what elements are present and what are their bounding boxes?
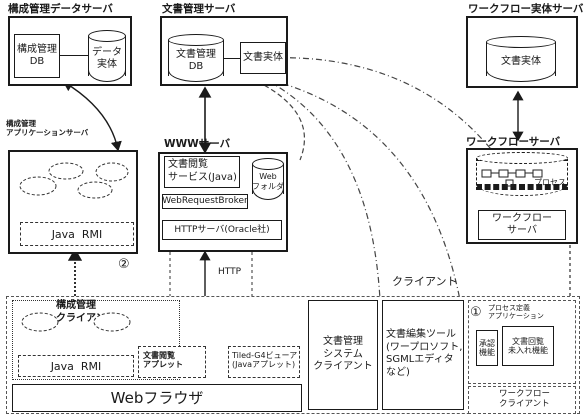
doc-server-title: 文書管理サーバ — [162, 3, 236, 15]
config-app-rmi: Java RMI — [20, 222, 134, 246]
web-browser-label: Webフラウザ — [110, 388, 204, 407]
web-folder-label: Web フォルダ — [252, 172, 284, 191]
process-label: プロセス — [534, 178, 566, 187]
web-request-broker: WebRequestBroker — [162, 194, 248, 209]
link-configdb-appserver — [62, 81, 122, 152]
link-doc-web — [249, 77, 305, 161]
process-cylinder: プロセス — [476, 152, 568, 196]
web-folder-cylinder: Web フォルダ — [252, 158, 284, 200]
doc-entity: 文書実体 — [240, 42, 286, 74]
web-browser: Webフラウザ — [12, 384, 302, 412]
doc-db-label: 文書管理 DB — [176, 49, 216, 72]
doc-mgmt-client-label: 文書管理 システム クライアント — [313, 336, 373, 373]
client-rmi: Java RMI — [18, 355, 134, 377]
circulate-function-label: 文書回覧 未入れ機能 — [508, 336, 548, 355]
client-rmi-label: Java RMI — [50, 359, 102, 373]
config-db-connector — [60, 55, 88, 56]
doc-entity-label: 文書実体 — [243, 51, 283, 63]
process-flow-icon — [481, 169, 543, 187]
tiled-viewer-label: Tiled-G4ビューア (Javaアプレット) — [232, 351, 298, 370]
workflow-engine-label: ワークフロー サーバ — [492, 212, 552, 237]
config-app-server-title: 構成管理 アプリケーションサーバ — [6, 119, 89, 137]
tiled-viewer: Tiled-G4ビューア (Javaアプレット) — [228, 346, 300, 378]
approve-function: 承認 機能 — [476, 330, 498, 366]
workflow-entity-cylinder: 文書実体 — [486, 36, 556, 82]
http-server-label: HTTPサーバ(Oracle社) — [174, 224, 270, 235]
http-server: HTTPサーバ(Oracle社) — [162, 220, 282, 240]
config-db-label: 構成管理 DB — [17, 43, 57, 68]
config-data-server-title: 構成管理データサーバ — [8, 3, 113, 15]
doc-db-cylinder: 文書管理 DB — [168, 34, 224, 82]
doc-db-connector — [224, 58, 240, 59]
http-label: HTTP — [218, 267, 242, 277]
doc-edit-tool-label: 文書編集ツール (ワープロソフト, SGMLエディタ など) — [386, 329, 463, 378]
web-request-broker-label: WebRequestBroker — [162, 196, 248, 206]
circulate-function: 文書回覧 未入れ機能 — [502, 326, 554, 366]
approve-function-label: 承認 機能 — [479, 338, 495, 357]
www-server-title: WWWサーバ — [164, 138, 231, 150]
doc-browse-applet: 文書閲覧 アプレット — [138, 346, 206, 378]
workflow-engine: ワークフロー サーバ — [478, 210, 566, 240]
config-client-title: 構成管理 クライアント — [56, 300, 116, 324]
workflow-client: ワークフロー クライアント — [468, 386, 576, 414]
workflow-server-title: ワークフローサーバ — [466, 136, 561, 148]
workflow-client-label: ワークフロー クライアント — [499, 389, 551, 409]
workflow-entity-label: 文書実体 — [501, 56, 541, 67]
circle-2: ② — [118, 257, 130, 272]
circle-1: ① — [470, 305, 482, 320]
doc-edit-tool: 文書編集ツール (ワープロソフト, SGMLエディタ など) — [382, 300, 464, 410]
doc-browse-applet-label: 文書閲覧 アプレット — [143, 351, 183, 370]
client-label: クライアント — [392, 275, 458, 288]
config-data-entity-cylinder: データ 実体 — [88, 30, 126, 82]
config-db: 構成管理 DB — [14, 34, 60, 78]
doc-browse-service-label: 文書閲覧 サービス(Java) — [168, 159, 237, 183]
doc-browse-service: 文書閲覧 サービス(Java) — [164, 156, 240, 188]
config-app-rmi-label: Java RMI — [51, 227, 103, 241]
workflow-entity-server-title: ワークフロー実体サーバ — [468, 3, 584, 15]
config-data-entity-label: データ 実体 — [92, 47, 122, 70]
process-def-label: プロセス定義 アプリケーション — [488, 304, 544, 321]
doc-mgmt-client: 文書管理 システム クライアント — [308, 300, 378, 410]
